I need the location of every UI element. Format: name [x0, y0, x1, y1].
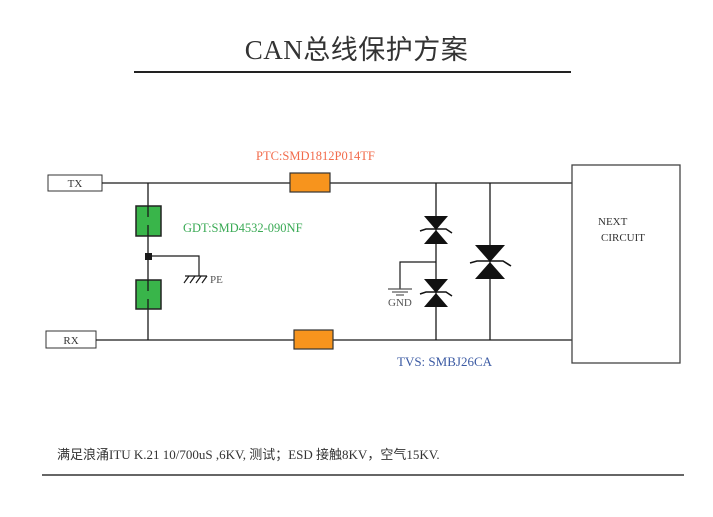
ptc-resistor-tx	[289, 172, 331, 193]
tx-port-label: TX	[68, 178, 83, 190]
page-title: CAN总线保护方案	[244, 35, 469, 65]
footer-divider	[42, 474, 684, 476]
ground-icon	[388, 288, 412, 296]
next-circuit-box	[571, 164, 681, 364]
tx-port: TX	[47, 174, 103, 192]
chassis-ground-icon	[183, 275, 208, 284]
next-circuit-line2: CIRCUIT	[601, 232, 645, 244]
title-underline	[134, 71, 571, 73]
junction-dot	[145, 253, 152, 260]
rx-port: RX	[45, 330, 97, 349]
ptc-label: PTC:SMD1812P014TF	[256, 149, 375, 163]
bidirectional-tvs-diode-icon	[419, 216, 453, 244]
next-circuit-line1: NEXT	[598, 216, 628, 228]
gdt-label: GDT:SMD4532-090NF	[183, 221, 303, 235]
bidirectional-tvs-diode-icon	[469, 245, 512, 279]
tvs-label: TVS: SMBJ26CA	[397, 354, 492, 369]
rx-port-label: RX	[63, 335, 78, 347]
bidirectional-tvs-diode-icon	[419, 279, 453, 307]
gnd-label: GND	[388, 297, 412, 309]
gdt-branch	[135, 183, 208, 340]
test-specification-note: 满足浪涌ITU K.21 10/700uS ,6KV, 测试；ESD 接触8KV…	[57, 447, 440, 462]
pe-label: PE	[210, 274, 223, 286]
tvs-branch-single	[469, 183, 512, 340]
ptc-resistor-rx	[293, 329, 334, 350]
tvs-branch-series	[388, 183, 453, 340]
